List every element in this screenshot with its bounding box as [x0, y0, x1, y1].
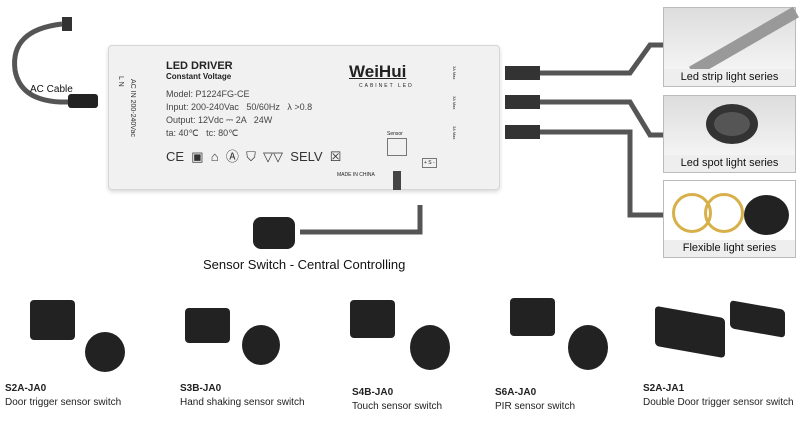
product-cap-1	[85, 332, 125, 372]
model-text: Model: P1224FG-CE	[166, 89, 250, 99]
sensor-pins: + S -	[422, 158, 437, 168]
wire-strip	[540, 42, 665, 76]
product-cap-2	[242, 325, 280, 365]
port-label-3: 3A Max	[452, 126, 457, 140]
panel-label: Flexible light series	[664, 240, 795, 257]
port-label-1: 3A Max	[452, 66, 457, 80]
product-desc: PIR sensor switch	[495, 401, 576, 412]
wire-spot	[540, 99, 665, 138]
brand-logo: WeiHui	[349, 62, 407, 81]
ac-connector	[68, 94, 98, 108]
product-code: S2A-JA0	[5, 383, 47, 394]
wire-sensor	[300, 205, 423, 235]
product-desc: Door trigger sensor switch	[5, 397, 122, 408]
connector-3	[505, 125, 540, 139]
panel-label: Led strip light series	[664, 69, 795, 86]
product-image-4	[510, 298, 555, 336]
connector-2	[505, 95, 540, 109]
product-code: S6A-JA0	[495, 387, 537, 398]
product-code: S3B-JA0	[180, 383, 222, 394]
ac-pins: L N	[117, 76, 124, 87]
panel-flexible-light: Flexible light series	[663, 180, 796, 258]
driver-title: LED DRIVER	[166, 60, 233, 72]
product-desc: Hand shaking sensor switch	[180, 397, 305, 408]
strip-light-image	[689, 6, 799, 78]
product-image-2	[185, 308, 230, 343]
ac-input-label: AC IN 200-240Vac	[129, 79, 136, 137]
ac-cable-wire	[12, 21, 70, 105]
temps-text: ta: 40℃ tc: 80℃	[166, 128, 239, 138]
driver-subtitle: Constant Voltage	[166, 72, 232, 81]
ac-cable-label: AC Cable	[30, 84, 73, 95]
ac-plug	[62, 17, 72, 31]
connector-1	[505, 66, 540, 80]
output-text: Output: 12Vdc ⎓ 2A 24W	[166, 115, 273, 125]
product-cap-4	[568, 325, 608, 370]
led-driver: AC IN 200-240Vac L N LED DRIVER Constant…	[108, 45, 500, 190]
product-image-1	[30, 300, 75, 340]
sensor-socket	[393, 171, 401, 190]
sensor-port-label: Sensor	[387, 131, 403, 137]
product-image-3	[350, 300, 395, 338]
panel-label: Led spot light series	[664, 155, 795, 172]
product-cap-3	[410, 325, 450, 370]
sensor-terminal	[387, 138, 407, 156]
cert-marks: CE ▣ ⌂ Ⓐ ⛉ ▽▽ SELV ☒	[166, 149, 342, 164]
brand-sub: CABINET LED	[359, 83, 414, 89]
flex-reel-image	[744, 195, 789, 235]
sensor-switch-image	[253, 217, 295, 249]
spot-light-image	[706, 104, 758, 144]
product-code: S2A-JA1	[643, 383, 685, 394]
product-code: S4B-JA0	[352, 387, 394, 398]
input-text: Input: 200-240Vac 50/60Hz λ >0.8	[166, 102, 313, 112]
port-label-2: 3A Max	[452, 96, 457, 110]
panel-strip-light: Led strip light series	[663, 6, 799, 87]
panel-spot-light: Led spot light series	[663, 95, 796, 173]
flex-strip-image-2	[704, 193, 744, 233]
product-desc: Touch sensor switch	[352, 401, 443, 412]
made-in: MADE IN CHINA	[337, 172, 375, 178]
wire-flexible	[540, 129, 665, 218]
sensor-switch-label: Sensor Switch - Central Controlling	[203, 257, 406, 272]
product-desc: Double Door trigger sensor switch	[643, 397, 794, 408]
